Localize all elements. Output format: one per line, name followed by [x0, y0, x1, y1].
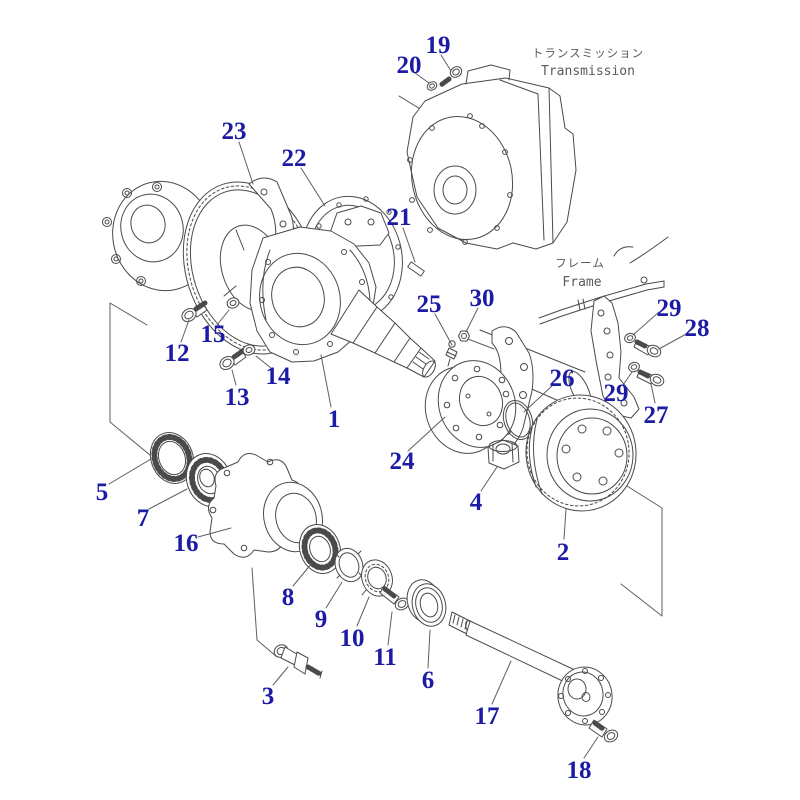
leader-line-10 [356, 596, 370, 627]
axle-center-housing [249, 205, 436, 378]
callout-23: 23 [222, 118, 247, 145]
callout-24: 24 [390, 448, 416, 475]
leader-line-21 [402, 227, 416, 263]
callout-30: 30 [470, 285, 495, 312]
leader-line-14 [255, 355, 272, 369]
callout-13: 13 [225, 384, 250, 411]
top-bolt-washer [426, 66, 463, 91]
oil-seal [406, 579, 447, 627]
callout-19: 19 [426, 32, 451, 59]
callout-29: 29 [604, 380, 629, 407]
leader-line-8 [292, 562, 313, 587]
hub-bearing [298, 524, 342, 574]
callout-16: 16 [174, 530, 199, 557]
callout-17: 17 [475, 703, 500, 730]
output-flange [424, 360, 517, 454]
callout-20: 20 [397, 52, 422, 79]
callout-2: 2 [557, 539, 570, 566]
callout-9: 9 [315, 606, 328, 633]
callout-15: 15 [201, 321, 226, 348]
transmission-housing [398, 64, 577, 250]
leader-line-2 [563, 508, 567, 540]
callout-7: 7 [137, 505, 150, 532]
leader-line-11 [387, 611, 393, 646]
leader-line-6 [427, 629, 431, 669]
callout-3: 3 [262, 683, 275, 710]
leader-line-16 [197, 527, 232, 538]
leader-line-5 [108, 458, 152, 485]
callout-28: 28 [685, 315, 710, 342]
callout-8: 8 [282, 584, 295, 611]
leader-line-29 [622, 371, 633, 386]
leader-line-25 [434, 313, 453, 346]
callout-26: 26 [550, 365, 575, 392]
callout-14: 14 [266, 363, 292, 390]
callout-22: 22 [282, 145, 307, 172]
frame-label-jp: フレーム [555, 256, 605, 270]
leader-lines [108, 54, 689, 759]
callout-4: 4 [470, 489, 483, 516]
callout-11: 11 [373, 644, 397, 671]
leader-line-24 [407, 416, 446, 452]
axle-nut [487, 439, 520, 470]
leader-line-4 [480, 466, 498, 492]
callout-29: 29 [657, 295, 682, 322]
tab-washer [334, 547, 364, 583]
leader-line-13 [231, 369, 237, 386]
leader-line-17 [491, 660, 512, 705]
leader-line-3 [272, 666, 289, 686]
callout-21: 21 [387, 204, 412, 231]
callout-numbers: 1234567891011121314151617181920212223242… [96, 32, 710, 784]
callout-18: 18 [567, 757, 592, 784]
callout-1: 1 [328, 406, 341, 433]
frame-label-en: Frame [562, 275, 601, 290]
callout-10: 10 [340, 625, 365, 652]
leader-line-20 [414, 72, 430, 84]
wheel-hub [208, 453, 323, 558]
callout-5: 5 [96, 479, 109, 506]
leader-line-18 [583, 736, 599, 759]
leader-line-29 [632, 311, 660, 336]
o-ring [502, 399, 534, 441]
transmission-label-en: Transmission [541, 64, 635, 79]
leader-line-27 [650, 383, 656, 404]
brake-drum [525, 394, 637, 512]
hub-bolt [379, 585, 410, 611]
cover-bolts [181, 297, 256, 371]
flange-bolt [588, 719, 619, 743]
callout-27: 27 [644, 402, 669, 429]
leader-line-28 [658, 332, 689, 350]
breather-fitting [445, 330, 470, 367]
leader-line-30 [465, 307, 479, 333]
leader-line-22 [300, 167, 326, 207]
leader-line-23 [238, 141, 254, 185]
callout-6: 6 [422, 667, 435, 694]
leader-line-19 [440, 54, 452, 72]
axle-shaft [448, 611, 613, 726]
dowel-pin [407, 261, 425, 277]
frame-mount-hardware [624, 332, 665, 387]
leader-line-9 [325, 581, 343, 609]
leader-line-15 [216, 309, 230, 326]
hub-stud [273, 644, 323, 679]
text-labels: トランスミッション Transmission フレーム Frame [532, 46, 644, 290]
leader-line-12 [180, 319, 190, 343]
leader-line-7 [148, 488, 188, 510]
callout-12: 12 [165, 340, 190, 367]
frame-bracket [538, 236, 669, 419]
callout-25: 25 [417, 291, 442, 318]
bearing-cup [149, 432, 195, 484]
leader-line-1 [320, 354, 332, 408]
transmission-label-jp: トランスミッション [532, 46, 644, 60]
leader-line-26 [523, 384, 554, 413]
